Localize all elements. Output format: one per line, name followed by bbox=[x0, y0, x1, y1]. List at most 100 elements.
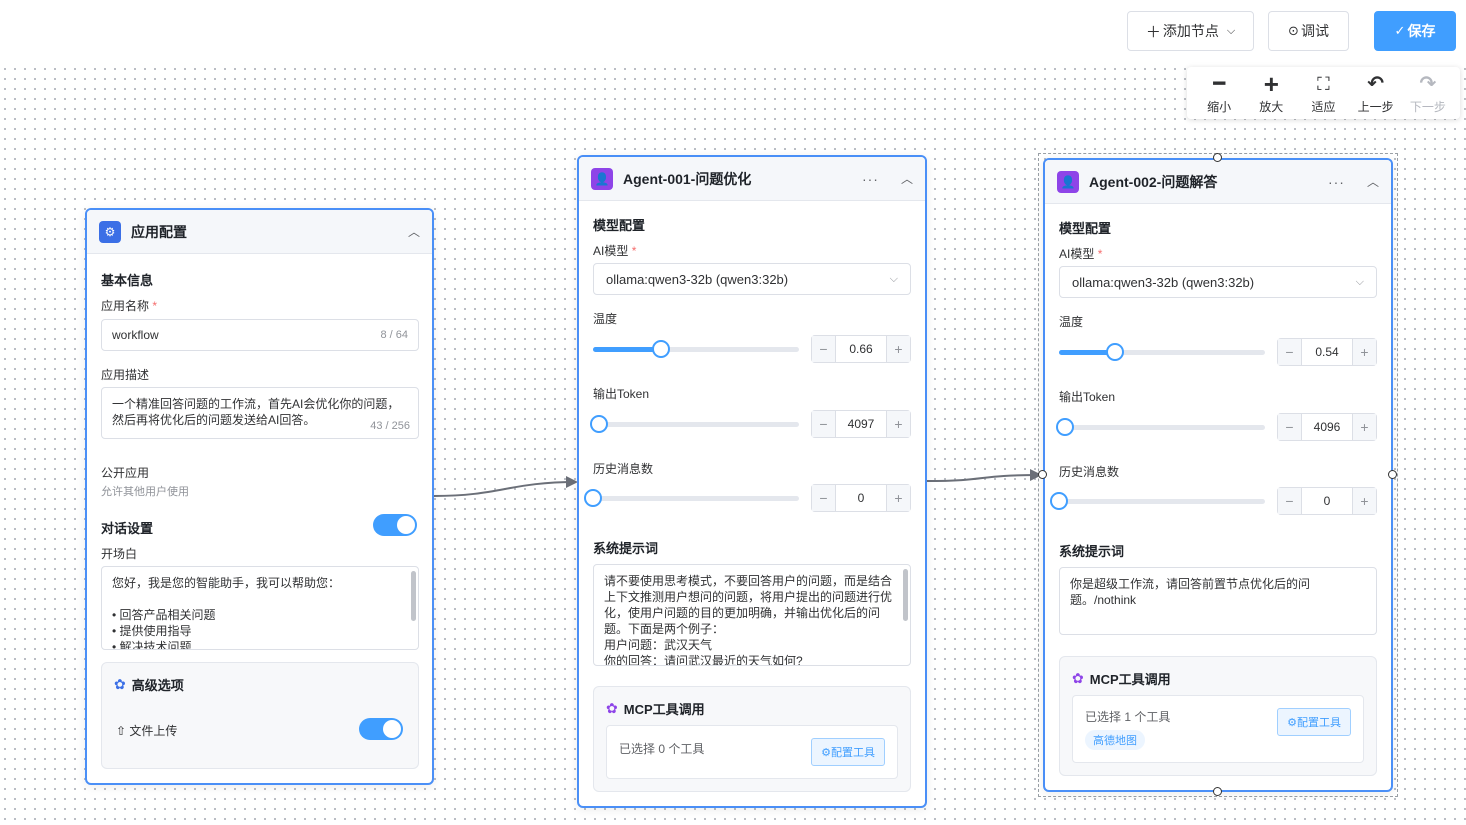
resize-handle-bottom[interactable] bbox=[1213, 787, 1222, 796]
agent1-temp-slider[interactable] bbox=[593, 339, 799, 359]
app-name-value: workflow bbox=[112, 328, 159, 342]
opening-line: • 解决技术问题 bbox=[112, 640, 192, 650]
save-label: 保存 bbox=[1407, 23, 1436, 39]
agent1-system-prompt[interactable]: 请不要使用思考模式，不要回答用户的问题，而是结合 上下文推测用户想问的问题，将用… bbox=[593, 564, 911, 666]
redo-button[interactable]: ↷ 下一步 bbox=[1404, 72, 1452, 115]
slider-thumb[interactable] bbox=[1050, 492, 1068, 510]
increment-button[interactable]: + bbox=[886, 411, 910, 437]
agent1-history-slider[interactable] bbox=[584, 488, 799, 508]
app-desc-textarea[interactable]: 一个精准回答问题的工作流，首先AI会优化你的问题，然后再将优化后的问题发送给AI… bbox=[101, 387, 419, 439]
chevron-up-icon[interactable]: ︿ bbox=[900, 172, 913, 186]
agent2-temp-stepper[interactable]: − 0.54 + bbox=[1277, 338, 1377, 366]
agent1-temp-row: − 0.66 + bbox=[593, 335, 911, 363]
increment-button[interactable]: + bbox=[886, 485, 910, 511]
resize-handle-top[interactable] bbox=[1213, 153, 1222, 162]
resize-handle-left[interactable] bbox=[1038, 470, 1047, 479]
agent2-temp-label: 温度 bbox=[1059, 315, 1084, 329]
agent1-temp-stepper[interactable]: − 0.66 + bbox=[811, 335, 911, 363]
decrement-button[interactable]: − bbox=[1278, 488, 1302, 514]
agent2-model-value: ollama:qwen3-32b (qwen3:32b) bbox=[1072, 274, 1255, 290]
public-app-label: 公开应用 bbox=[101, 466, 150, 480]
basic-info-heading: 基本信息 bbox=[101, 273, 154, 288]
chevron-up-icon[interactable]: ︿ bbox=[1366, 175, 1379, 189]
app-config-node[interactable]: ⚙ 应用配置 ︿ 基本信息 应用名称 * workflow 8 / 64 应用描… bbox=[85, 208, 434, 785]
file-upload-toggle[interactable] bbox=[359, 718, 403, 740]
minus-icon: ━ bbox=[1213, 72, 1226, 95]
slider-thumb[interactable] bbox=[1056, 418, 1075, 436]
decrement-button[interactable]: − bbox=[812, 411, 836, 437]
opening-textarea[interactable]: 您好，我是您的智能助手，我可以帮助您： • 回答产品相关问题 • 提供使用指导 … bbox=[101, 566, 419, 650]
agent2-history-row: − 0 + bbox=[1050, 487, 1377, 515]
chevron-up-icon[interactable]: ︿ bbox=[407, 225, 420, 239]
agent1-token-slider[interactable] bbox=[590, 414, 799, 434]
agent2-config-tools-button[interactable]: ⚙配置工具 bbox=[1277, 708, 1351, 736]
opening-scrollbar[interactable] bbox=[411, 571, 416, 621]
edge-app-to-agent1 bbox=[433, 481, 577, 497]
redo-icon: ↷ bbox=[1419, 72, 1437, 95]
mcp-tool-tag[interactable]: 高德地图 bbox=[1085, 730, 1145, 750]
agent1-history-stepper[interactable]: − 0 + bbox=[811, 484, 911, 512]
slider-thumb[interactable] bbox=[590, 415, 609, 433]
agent2-header[interactable]: 👤 Agent-002-问题解答 ··· ︿ bbox=[1045, 160, 1391, 204]
agent2-system-prompt[interactable]: 你是超级工作流，请回答前置节点优化后的问 题。/nothink bbox=[1059, 567, 1377, 635]
agent2-token-value[interactable]: 4096 bbox=[1313, 420, 1341, 434]
agent1-config-tools-button[interactable]: ⚙配置工具 bbox=[811, 738, 885, 766]
undo-button[interactable]: ↶ 上一步 bbox=[1352, 72, 1400, 115]
slider-thumb[interactable] bbox=[1105, 343, 1124, 361]
agent1-token-stepper[interactable]: − 4097 + bbox=[811, 410, 911, 438]
resize-handle-right[interactable] bbox=[1388, 470, 1397, 479]
decrement-button[interactable]: − bbox=[812, 485, 836, 511]
agent1-temp-value[interactable]: 0.66 bbox=[849, 342, 873, 356]
agent1-mcp-selected: 已选择 0 个工具 bbox=[619, 742, 705, 756]
user-icon: 👤 bbox=[1057, 170, 1079, 193]
agent1-model-select[interactable]: ollama:qwen3-32b (qwen3:32b) ⌵ bbox=[593, 263, 911, 295]
agent2-token-stepper[interactable]: − 4096 + bbox=[1277, 413, 1377, 441]
edge-arrow-1 bbox=[566, 476, 578, 488]
debug-button[interactable]: ⊙ 调试 bbox=[1268, 11, 1349, 51]
decrement-button[interactable]: − bbox=[812, 336, 836, 362]
increment-button[interactable]: + bbox=[886, 336, 910, 362]
agent1-model-value: ollama:qwen3-32b (qwen3:32b) bbox=[606, 271, 789, 287]
agent2-temp-value[interactable]: 0.54 bbox=[1315, 345, 1339, 359]
save-button[interactable]: ✓ 保存 bbox=[1374, 11, 1456, 51]
agent2-history-value[interactable]: 0 bbox=[1323, 494, 1331, 508]
agent2-mcp-inner: 已选择 1 个工具 高德地图 ⚙配置工具 bbox=[1072, 695, 1364, 763]
chevron-down-icon: ⌵ bbox=[1226, 24, 1236, 37]
agent2-temp-slider[interactable] bbox=[1059, 342, 1265, 362]
agent2-history-slider[interactable] bbox=[1050, 491, 1265, 511]
advanced-options-card: ✿ 高级选项 ⇧ 文件上传 bbox=[101, 662, 419, 769]
agent2-model-select[interactable]: ollama:qwen3-32b (qwen3:32b) ⌵ bbox=[1059, 266, 1377, 298]
increment-button[interactable]: + bbox=[1352, 339, 1376, 365]
decrement-button[interactable]: − bbox=[1278, 339, 1302, 365]
file-upload-label: ⇧ 文件上传 bbox=[116, 724, 178, 738]
prompt-line: 化，使用户问题的目的更加明确，并输出优化后的问 bbox=[604, 606, 881, 620]
agent1-history-value[interactable]: 0 bbox=[857, 491, 865, 505]
more-icon[interactable]: ··· bbox=[1327, 173, 1345, 190]
add-node-button[interactable]: ＋ 添加节点 ⌵ bbox=[1127, 11, 1254, 51]
increment-button[interactable]: + bbox=[1352, 414, 1376, 440]
play-circle-icon: ⊙ bbox=[1288, 23, 1299, 38]
agent1-history-label: 历史消息数 bbox=[593, 462, 654, 476]
agent1-token-value[interactable]: 4097 bbox=[847, 417, 875, 431]
zoom-out-button[interactable]: ━ 缩小 bbox=[1195, 72, 1243, 115]
check-icon: ✓ bbox=[1394, 23, 1406, 38]
agent2-node[interactable]: 👤 Agent-002-问题解答 ··· ︿ 模型配置 AI模型 * ollam… bbox=[1043, 158, 1393, 792]
slider-thumb[interactable] bbox=[651, 340, 670, 358]
decrement-button[interactable]: − bbox=[1278, 414, 1302, 440]
slider-thumb[interactable] bbox=[584, 489, 602, 507]
increment-button[interactable]: + bbox=[1352, 488, 1376, 514]
agent1-node[interactable]: 👤 Agent-001-问题优化 ··· ︿ 模型配置 AI模型 * ollam… bbox=[577, 155, 927, 808]
more-icon[interactable]: ··· bbox=[861, 170, 879, 187]
zoom-in-button[interactable]: + 放大 bbox=[1247, 71, 1295, 115]
agent2-token-slider[interactable] bbox=[1056, 417, 1265, 437]
prompt-scrollbar[interactable] bbox=[903, 569, 908, 621]
app-config-header[interactable]: ⚙ 应用配置 ︿ bbox=[87, 210, 432, 254]
fit-view-label: 适应 bbox=[1311, 99, 1336, 114]
agent2-history-stepper[interactable]: − 0 + bbox=[1277, 487, 1377, 515]
agent2-history-label: 历史消息数 bbox=[1059, 465, 1120, 479]
public-app-toggle[interactable] bbox=[373, 514, 417, 536]
app-name-input[interactable]: workflow 8 / 64 bbox=[101, 319, 419, 351]
fit-view-button[interactable]: ⛶ 适应 bbox=[1299, 72, 1347, 115]
debug-label: 调试 bbox=[1300, 23, 1329, 39]
agent1-header[interactable]: 👤 Agent-001-问题优化 ··· ︿ bbox=[579, 157, 925, 201]
